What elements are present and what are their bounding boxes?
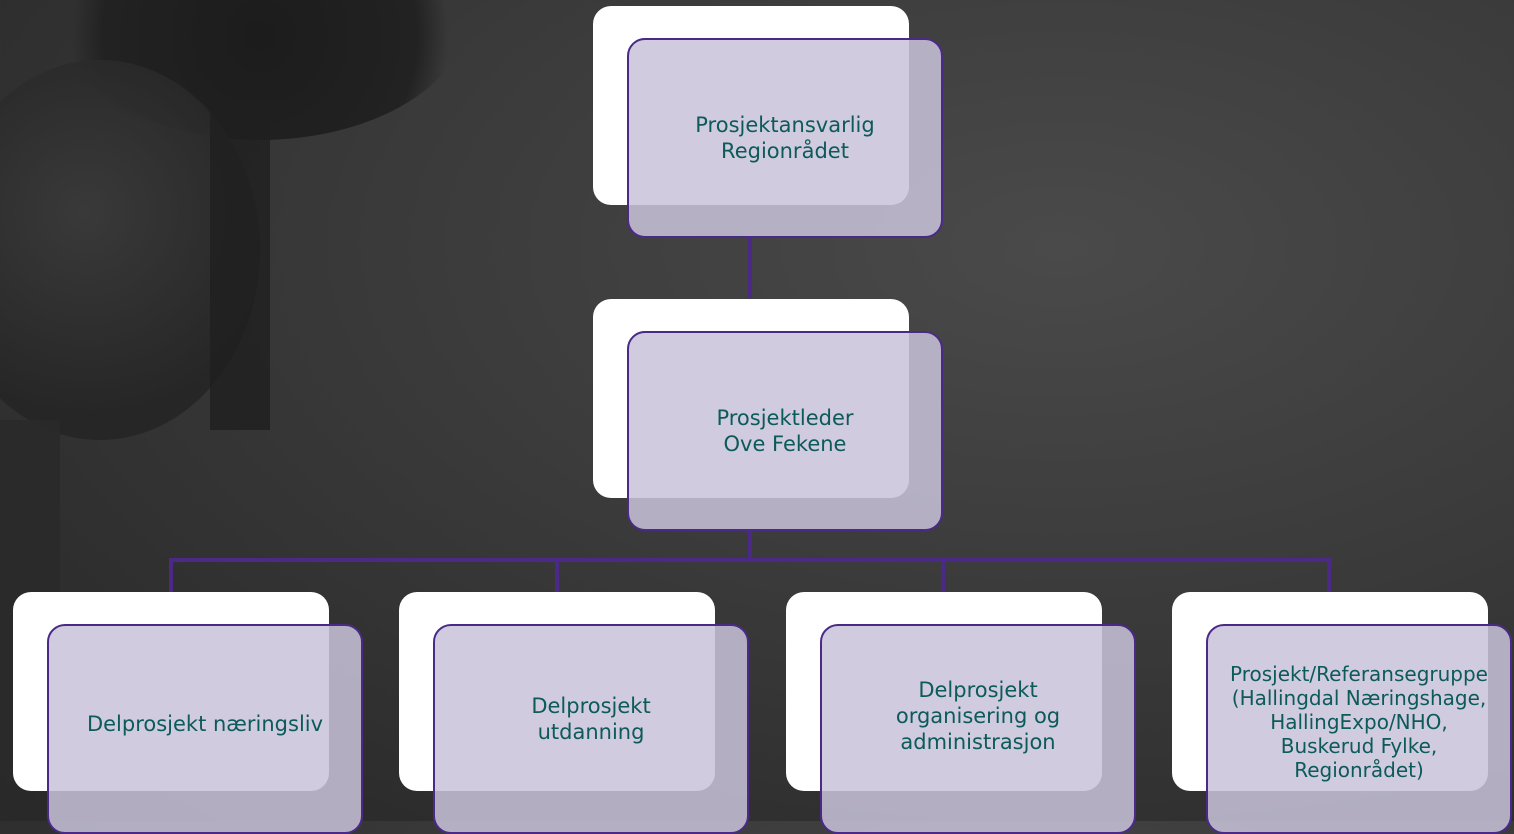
node-box: Delprosjekt organisering og administrasj… <box>820 624 1136 834</box>
node-label: Delprosjekt organisering og administrasj… <box>895 678 1061 754</box>
node-box: Prosjektleder Ove Fekene <box>627 331 943 531</box>
node-box: Delprosjekt utdanning <box>433 624 749 834</box>
node-box: Prosjektansvarlig Regionrådet <box>627 38 943 238</box>
node-box: Prosjekt/Referansegruppe (Hallingdal Nær… <box>1206 624 1512 834</box>
node-label: Delprosjekt utdanning <box>531 694 651 744</box>
node-box: Delprosjekt næringsliv <box>47 624 363 834</box>
node-label: Prosjekt/Referansegruppe (Hallingdal Nær… <box>1230 661 1488 782</box>
node-label: Delprosjekt næringsliv <box>86 712 324 736</box>
node-label: Prosjektansvarlig Regionrådet <box>695 113 875 163</box>
node-label: Prosjektleder Ove Fekene <box>716 406 854 456</box>
